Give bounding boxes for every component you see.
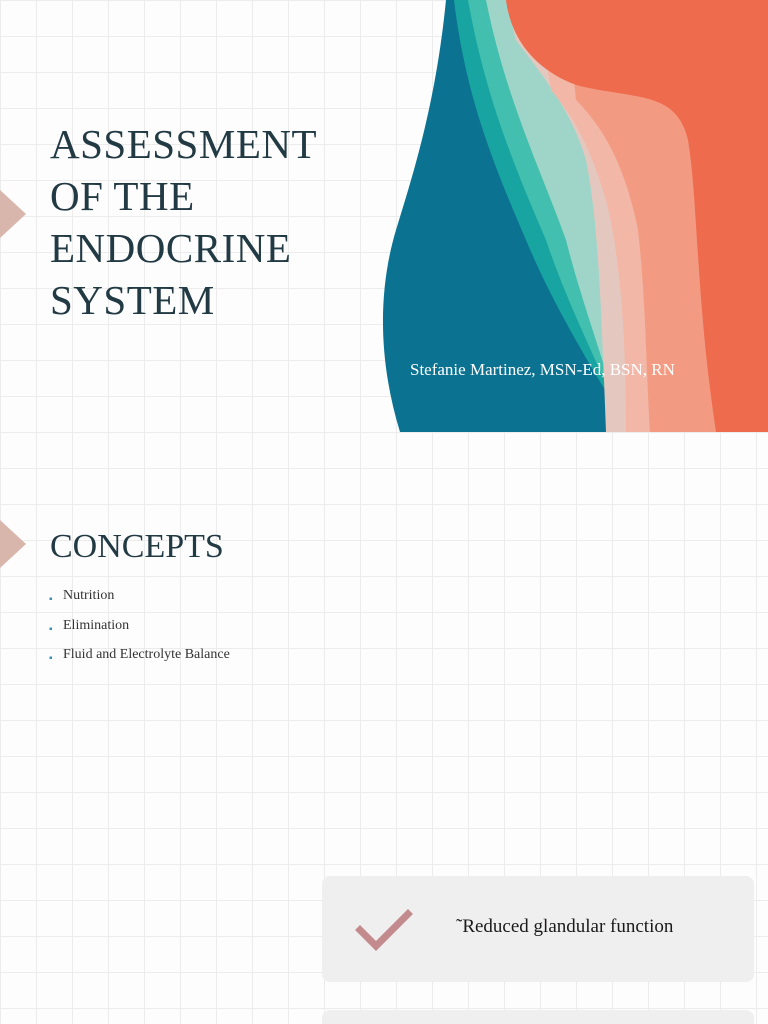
slide-title: CONCEPTS	[50, 528, 224, 565]
list-item-label: Nutrition	[63, 588, 115, 603]
list-item: ▪ Elimination	[48, 616, 230, 646]
title-line-1: ASSESSMENT	[50, 121, 318, 167]
slide-marker-arrow	[0, 190, 28, 238]
list-item: ▪ Fluid and Electrolyte Balance	[48, 645, 230, 675]
title-line-3: ENDOCRINE	[50, 225, 292, 271]
bullet-icon: ▪	[49, 653, 53, 664]
checkmark-icon	[355, 909, 413, 951]
concepts-slide: CONCEPTS ▪ Nutrition ▪ Elimination ▪ Fluid …	[0, 432, 768, 864]
title-line-4: SYSTEM	[50, 277, 215, 323]
changes-slide: ˜Reduced glandular function	[0, 864, 768, 1024]
title-slide: ASSESSMENT OF THE ENDOCRINE SYSTEM Stefa…	[0, 0, 768, 432]
slide-title: ASSESSMENT OF THE ENDOCRINE SYSTEM	[50, 118, 317, 326]
bullet-icon: ▪	[49, 594, 53, 605]
content-card: ˜Reduced glandular function	[322, 876, 754, 982]
content-card	[322, 1010, 754, 1024]
list-item: ▪ Nutrition	[48, 586, 230, 616]
list-item-label: Elimination	[63, 617, 130, 633]
list-item-label: Fluid and Electrolyte Balance	[63, 647, 230, 662]
card-text: ˜Reduced glandular function	[456, 916, 674, 937]
presenter-name: Stefanie Martinez, MSN-Ed, BSN, RN	[410, 360, 675, 379]
concepts-list: ▪ Nutrition ▪ Elimination ▪ Fluid and Elect…	[48, 586, 230, 675]
slide-marker-arrow	[0, 520, 28, 568]
decorative-wave-art	[382, 0, 768, 432]
title-line-2: OF THE	[50, 173, 195, 219]
bullet-icon: ▪	[49, 623, 53, 635]
